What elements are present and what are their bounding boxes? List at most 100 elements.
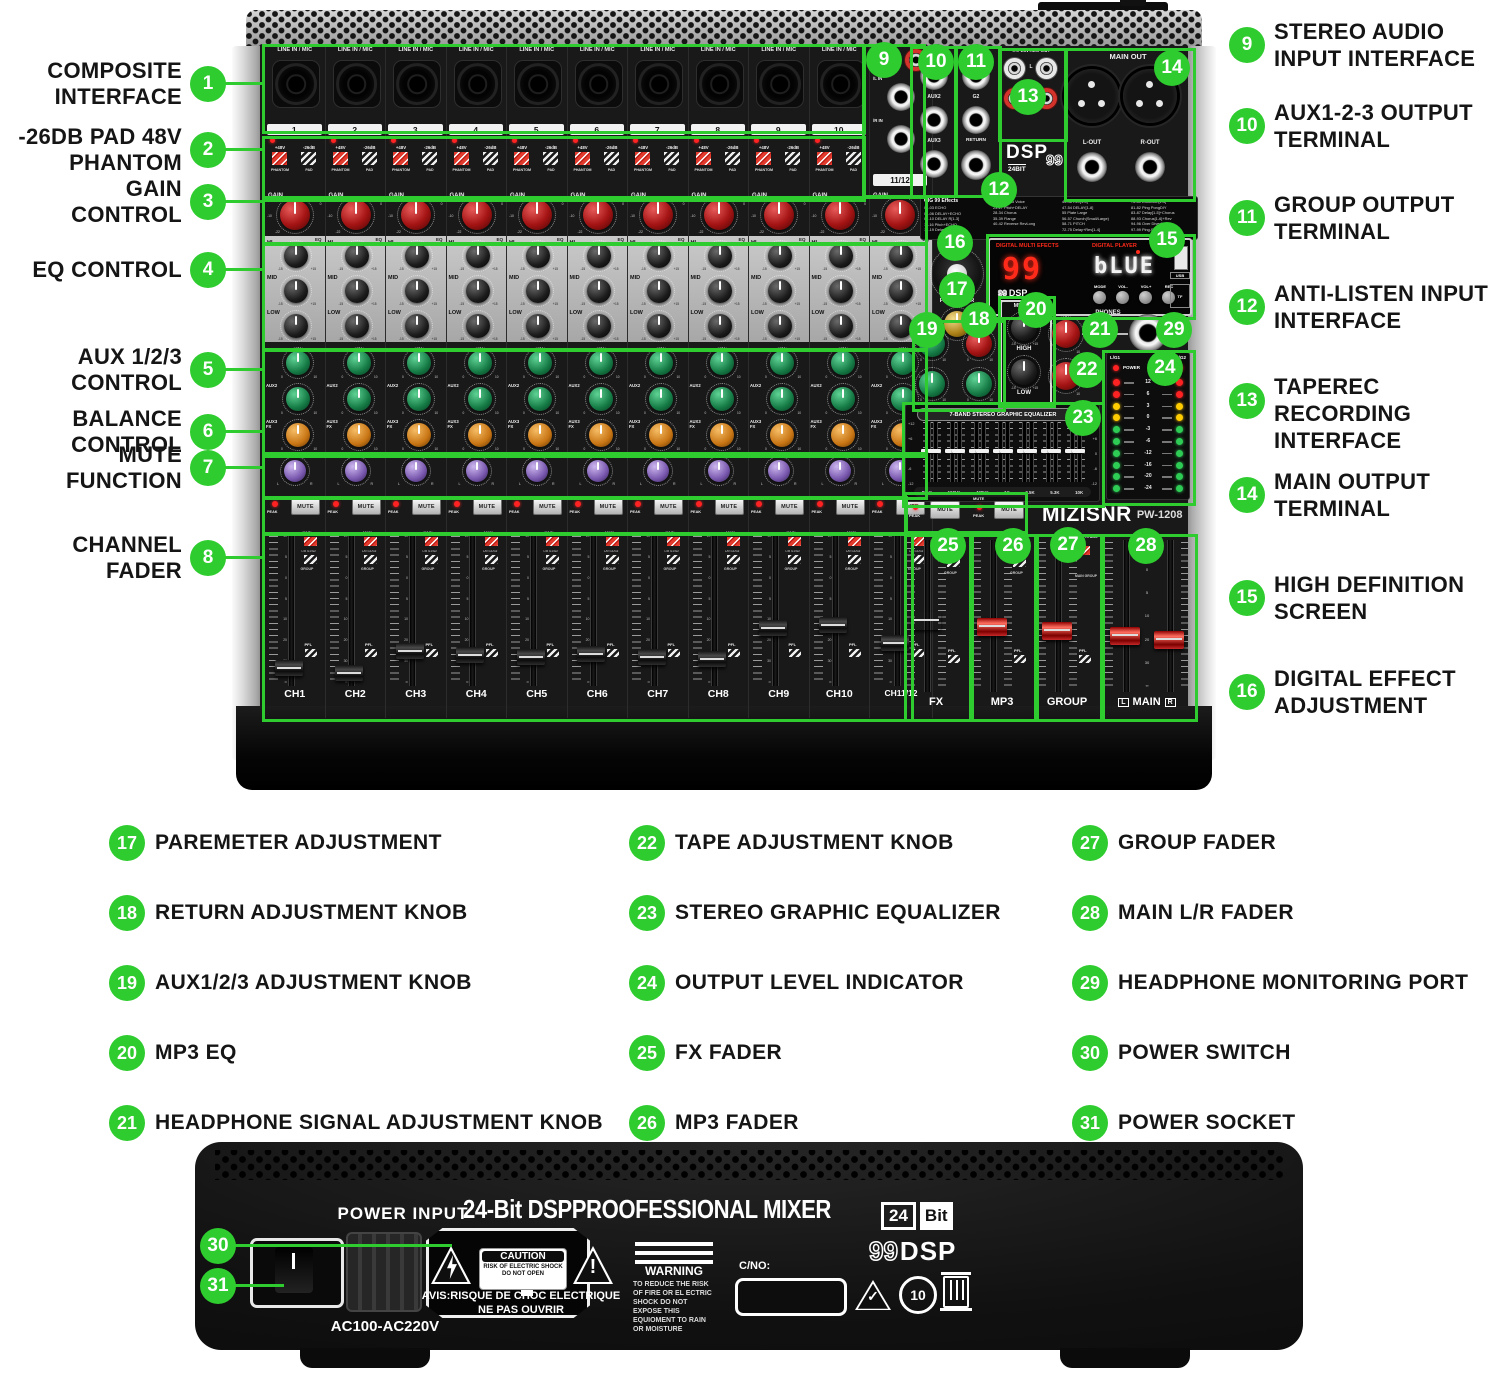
fader-cap[interactable] xyxy=(577,646,606,662)
eq-knob-low[interactable] xyxy=(461,310,494,342)
eq-knob-hi[interactable] xyxy=(885,240,917,272)
eq-knob-low[interactable] xyxy=(522,310,554,342)
peak-led[interactable] xyxy=(574,501,581,507)
mute-button[interactable]: MUTE xyxy=(835,498,865,515)
geq-slider-cap[interactable] xyxy=(1048,449,1061,453)
aux-knob-1[interactable] xyxy=(645,347,677,379)
combo-jack[interactable] xyxy=(695,60,744,108)
tf-slot-label[interactable]: TF xyxy=(1170,284,1190,308)
aux-knob-2[interactable] xyxy=(282,383,314,415)
aux-knob-1[interactable] xyxy=(282,347,314,379)
eq-knob-mid[interactable] xyxy=(522,275,554,307)
pad-switch[interactable] xyxy=(301,152,316,165)
eq-knob-mid[interactable] xyxy=(582,275,615,307)
fader-slot[interactable] xyxy=(1054,540,1062,692)
gain-knob[interactable] xyxy=(336,196,375,234)
fader-slot[interactable] xyxy=(1167,540,1174,692)
peak-led[interactable] xyxy=(272,501,278,507)
fader-cap[interactable] xyxy=(819,617,848,633)
fader-cap[interactable] xyxy=(911,612,941,630)
main-assign-switch[interactable] xyxy=(727,537,740,546)
lr-assign-switch[interactable] xyxy=(848,555,861,564)
aux3-send-knob[interactable] xyxy=(962,367,996,401)
combo-jack[interactable] xyxy=(514,60,562,108)
fader-cap[interactable] xyxy=(274,660,303,676)
signal-led[interactable] xyxy=(270,138,275,143)
return-jack[interactable] xyxy=(961,150,991,180)
aux-knob-3[interactable] xyxy=(584,419,617,451)
aux2-send-knob[interactable] xyxy=(915,367,949,401)
aux-knob-2[interactable] xyxy=(826,383,859,415)
eq-knob-mid[interactable] xyxy=(643,275,675,307)
pad-switch[interactable] xyxy=(422,152,437,165)
eq-knob-mid[interactable] xyxy=(703,275,736,307)
eq-knob-mid[interactable] xyxy=(824,275,857,307)
lr-assign-switch[interactable] xyxy=(364,555,377,564)
phantom-switch[interactable] xyxy=(393,152,408,165)
eq-knob-hi[interactable] xyxy=(280,240,312,272)
geq-slider-cap[interactable] xyxy=(1024,449,1037,453)
main-assign-switch[interactable] xyxy=(911,537,924,546)
pad-switch[interactable] xyxy=(785,152,800,165)
player-button-rec[interactable] xyxy=(1162,291,1175,304)
main-assign-switch[interactable] xyxy=(606,537,619,546)
lr-assign-switch[interactable] xyxy=(485,555,498,564)
main-assign-switch[interactable] xyxy=(364,537,377,546)
pad-switch[interactable] xyxy=(482,152,498,165)
eq-knob-hi[interactable] xyxy=(401,240,433,272)
eq-knob-mid[interactable] xyxy=(764,275,796,307)
lr-assign-switch[interactable] xyxy=(787,555,801,564)
aux-knob-2[interactable] xyxy=(524,383,556,415)
pad-switch[interactable] xyxy=(543,152,558,165)
signal-led[interactable] xyxy=(391,138,396,143)
phantom-switch[interactable] xyxy=(453,152,469,165)
pad-switch[interactable] xyxy=(664,152,679,165)
pfl-switch[interactable] xyxy=(546,649,559,657)
eq-knob-hi[interactable] xyxy=(643,240,675,272)
phantom-switch[interactable] xyxy=(756,152,771,165)
peak-led[interactable] xyxy=(393,501,399,507)
aux-knob-2[interactable] xyxy=(584,383,617,415)
aux-knob-3[interactable] xyxy=(705,419,738,451)
aux-knob-3[interactable] xyxy=(463,419,496,451)
mp3-eq-low-knob[interactable] xyxy=(1007,355,1041,389)
geq-slider-cap[interactable] xyxy=(1065,449,1078,453)
fader-cap[interactable] xyxy=(976,618,1007,636)
lr-assign-switch[interactable] xyxy=(545,555,559,564)
lr-assign-switch[interactable] xyxy=(911,555,924,564)
pfl-switch[interactable] xyxy=(425,649,438,657)
combo-jack[interactable] xyxy=(756,60,804,108)
fader-cap[interactable] xyxy=(881,635,910,651)
combo-jack[interactable] xyxy=(635,60,683,108)
aux-knob-3[interactable] xyxy=(645,419,677,451)
fader-cap[interactable] xyxy=(456,647,485,663)
pfl-switch[interactable] xyxy=(607,649,619,657)
fader-slot[interactable] xyxy=(989,540,997,692)
aux-knob-1[interactable] xyxy=(705,347,738,379)
aux-knob-2[interactable] xyxy=(403,383,435,415)
aux-knob-2[interactable] xyxy=(463,383,496,415)
fader-cap[interactable] xyxy=(637,649,666,665)
main-assign-switch[interactable] xyxy=(485,537,498,546)
gain-knob[interactable] xyxy=(578,196,617,234)
fader-slot[interactable] xyxy=(650,534,658,686)
aux-knob-1[interactable] xyxy=(826,347,859,379)
combo-jack[interactable] xyxy=(393,60,441,108)
aux-knob-2[interactable] xyxy=(705,383,738,415)
phantom-switch[interactable] xyxy=(514,152,529,165)
pad-switch[interactable] xyxy=(361,152,377,165)
geq-slider-cap[interactable] xyxy=(1017,449,1030,453)
peak-led[interactable] xyxy=(332,501,339,507)
player-button-mode[interactable] xyxy=(1093,291,1106,304)
pfl-switch[interactable] xyxy=(788,649,801,657)
aux-knob-2[interactable] xyxy=(645,383,677,415)
combo-jack[interactable] xyxy=(332,60,381,108)
eq-knob-hi[interactable] xyxy=(582,240,615,272)
geq-slider-cap[interactable] xyxy=(1000,449,1013,453)
eq-knob-hi[interactable] xyxy=(824,240,857,272)
main-assign-switch[interactable] xyxy=(545,537,559,546)
peak-led[interactable] xyxy=(635,501,641,507)
geq-slider-cap[interactable] xyxy=(1072,449,1085,453)
lr-assign-switch[interactable] xyxy=(666,555,680,564)
eq-knob-low[interactable] xyxy=(401,310,433,342)
